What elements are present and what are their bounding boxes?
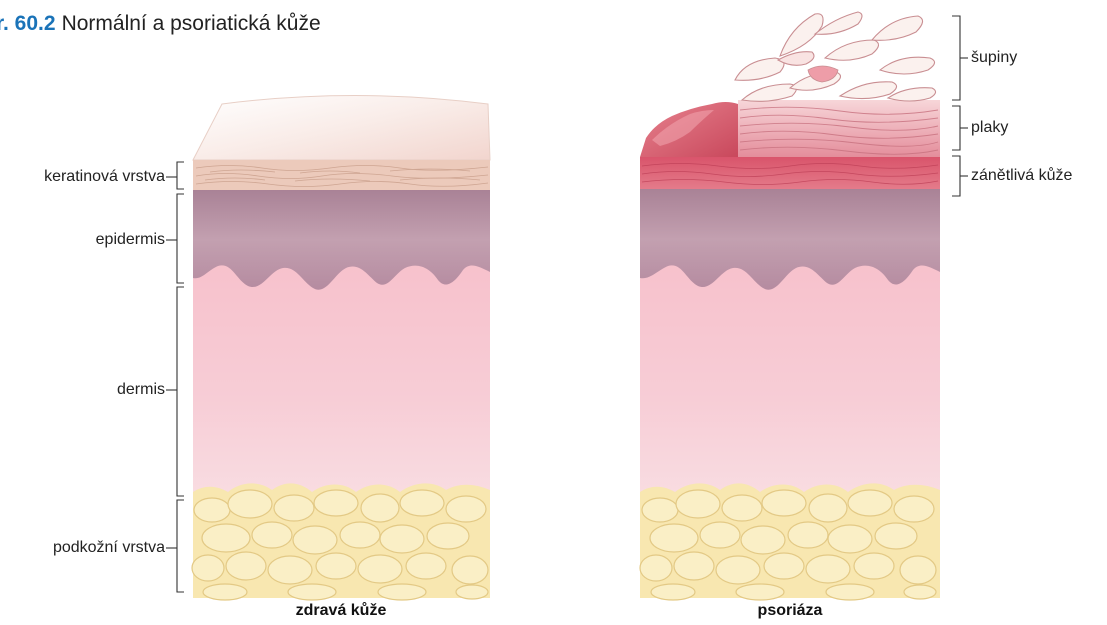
label-keratin-layer: keratinová vrstva xyxy=(44,168,165,186)
label-scales: šupiny xyxy=(971,49,1017,67)
caption-psoriasis: psoriáza xyxy=(758,602,823,620)
bracket-subcutis xyxy=(177,500,184,592)
bracket-inflamed xyxy=(952,156,960,196)
bracket-epidermis xyxy=(177,194,184,283)
bracket-keratin xyxy=(177,162,184,189)
right-brackets xyxy=(952,16,968,196)
bracket-scales xyxy=(952,16,960,100)
label-dermis: dermis xyxy=(117,381,165,399)
plaque-stack xyxy=(738,100,940,157)
label-inflamed-skin: zánětlivá kůže xyxy=(971,167,1072,185)
healthy-keratin-layer xyxy=(193,160,490,190)
bracket-plaques xyxy=(952,106,960,150)
psoriasis-skin-block xyxy=(640,12,940,600)
psoriasis-dermis-layer xyxy=(640,250,940,500)
caption-healthy-skin: zdravá kůže xyxy=(296,602,387,620)
label-epidermis: epidermis xyxy=(96,231,165,249)
healthy-dermis-layer xyxy=(193,250,490,500)
psoriasis-scales xyxy=(735,12,936,101)
label-subcutis: podkožní vrstva xyxy=(53,539,165,557)
healthy-skin-block xyxy=(192,96,490,601)
bracket-dermis xyxy=(177,287,184,496)
healthy-top-surface xyxy=(193,96,490,161)
left-brackets xyxy=(166,162,184,592)
label-plaques: plaky xyxy=(971,119,1008,137)
